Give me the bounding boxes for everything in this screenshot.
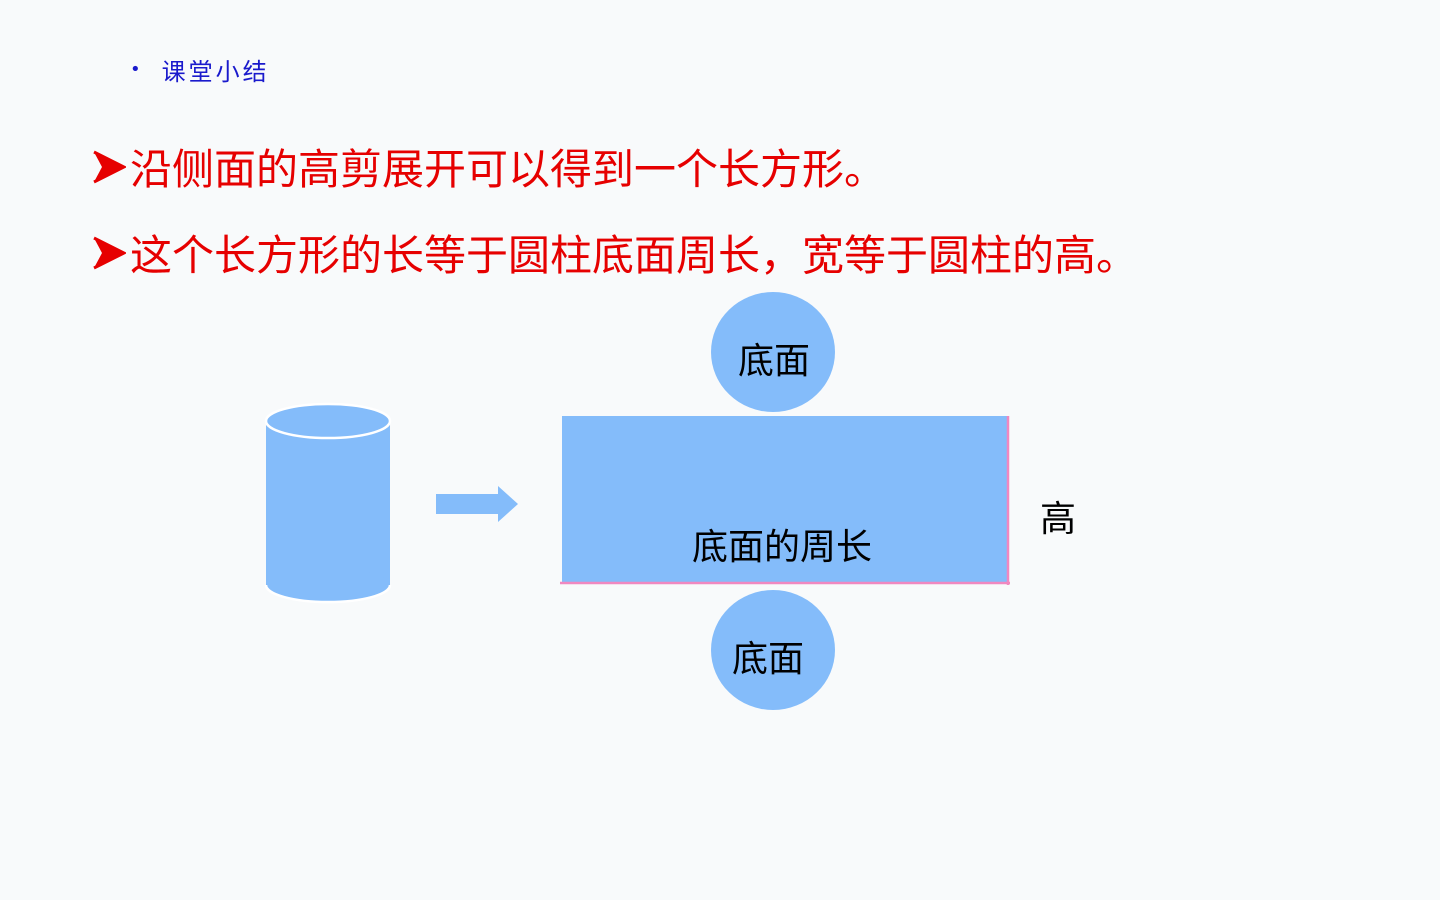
summary-point-2-text: 这个长方形的长等于圆柱底面周长，宽等于圆柱的高。	[130, 231, 1139, 280]
right-arrow-icon	[436, 486, 518, 522]
summary-point-1-text: 沿侧面的高剪展开可以得到一个长方形。	[130, 145, 887, 194]
bullet-dot: •	[130, 59, 144, 80]
height-label: 高	[1040, 499, 1077, 540]
bottom-circle-label: 底面	[732, 639, 805, 680]
arrow-bullet-icon	[93, 236, 126, 269]
top-circle-label: 底面	[738, 341, 811, 382]
summary-point-2: 这个长方形的长等于圆柱底面周长，宽等于圆柱的高。	[92, 222, 1138, 283]
arrow-bullet-icon	[93, 150, 126, 183]
summary-point-1: 沿侧面的高剪展开可以得到一个长方形。	[92, 136, 886, 197]
circumference-label: 底面的周长	[692, 527, 873, 568]
cylinder-shape	[264, 402, 392, 604]
section-title: • 课堂小结	[130, 52, 270, 87]
section-title-text: 课堂小结	[161, 58, 270, 86]
